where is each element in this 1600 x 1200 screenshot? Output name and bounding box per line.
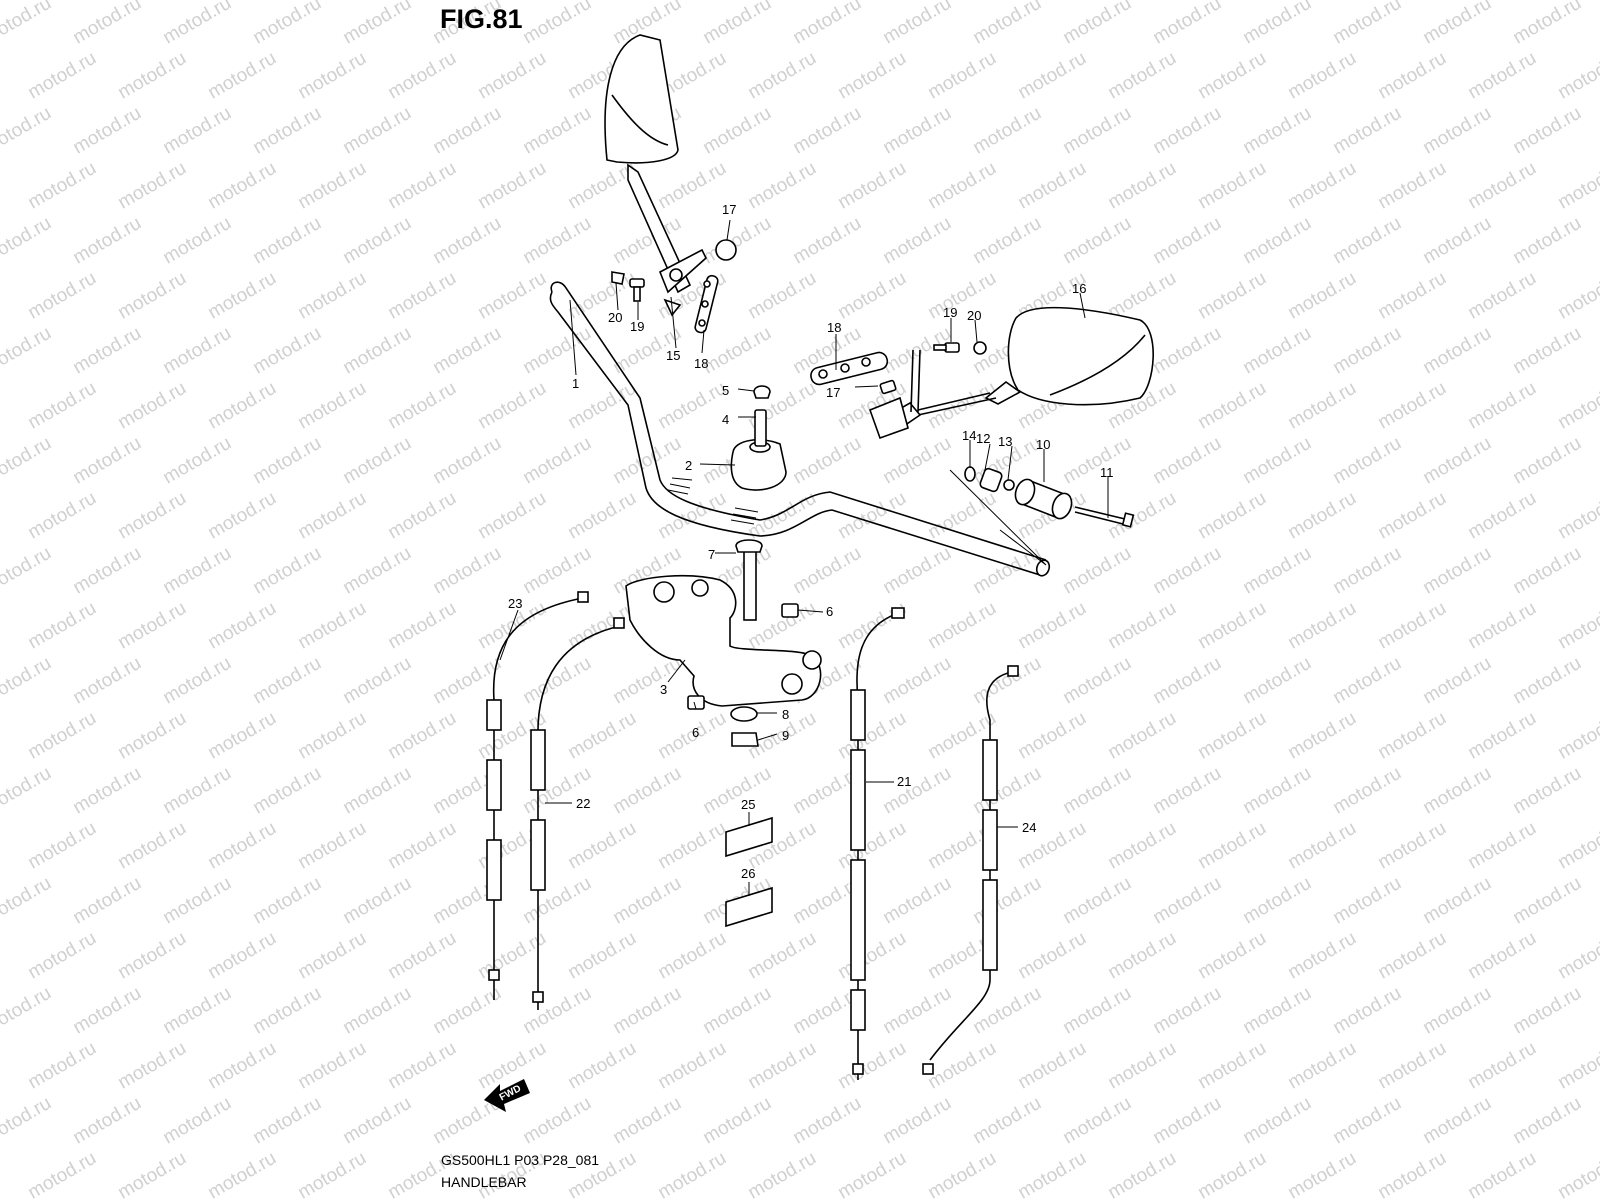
- callout-17: 17: [826, 385, 840, 400]
- callout-1: 1: [572, 376, 579, 391]
- callout-19: 19: [943, 305, 957, 320]
- callout-19: 19: [630, 319, 644, 334]
- bar-end-weight: [949, 466, 1135, 566]
- handlebar: [549, 281, 1051, 577]
- callout-10: 10: [1036, 437, 1050, 452]
- callout-14: 14: [962, 428, 976, 443]
- upper-bracket: [625, 539, 822, 707]
- callout-13: 13: [998, 434, 1012, 449]
- figure-title: FIG.81: [440, 4, 523, 34]
- mirror-adapter-right: [810, 351, 889, 386]
- callout-5: 5: [722, 383, 729, 398]
- callout-6: 6: [826, 604, 833, 619]
- callout-18: 18: [694, 356, 708, 371]
- model-code: GS500HL1 P03 P28_081: [441, 1152, 600, 1168]
- handlebar-holder: [730, 385, 787, 491]
- callout-20: 20: [967, 308, 981, 323]
- mirror-adapter-left: [694, 274, 719, 334]
- callout-2: 2: [685, 458, 692, 473]
- callout-26: 26: [741, 866, 755, 881]
- callout-12: 12: [976, 431, 990, 446]
- callout-8: 8: [782, 707, 789, 722]
- callout-20: 20: [608, 310, 622, 325]
- callout-25: 25: [741, 797, 755, 812]
- callout-22: 22: [576, 796, 590, 811]
- leader-lines: [499, 219, 1109, 896]
- small-fasteners: [611, 239, 987, 395]
- callout-4: 4: [722, 412, 729, 427]
- callout-23: 23: [508, 596, 522, 611]
- callout-15: 15: [666, 348, 680, 363]
- callout-9: 9: [782, 728, 789, 743]
- right-mirror: [868, 306, 1154, 440]
- callout-6: 6: [692, 725, 699, 740]
- callout-7: 7: [708, 547, 715, 562]
- callout-11: 11: [1100, 465, 1114, 480]
- callout-16: 16: [1072, 281, 1086, 296]
- callout-24: 24: [1022, 820, 1036, 835]
- callout-18: 18: [827, 320, 841, 335]
- fwd-arrow: FWD: [484, 1079, 530, 1112]
- clamps-and-nuts: [687, 603, 799, 747]
- callout-21: 21: [897, 774, 911, 789]
- callout-17: 17: [722, 202, 736, 217]
- callout-3: 3: [660, 682, 667, 697]
- caution-labels: [725, 816, 773, 928]
- section-name: HANDLEBAR: [441, 1174, 527, 1190]
- control-cables: [486, 591, 1019, 1080]
